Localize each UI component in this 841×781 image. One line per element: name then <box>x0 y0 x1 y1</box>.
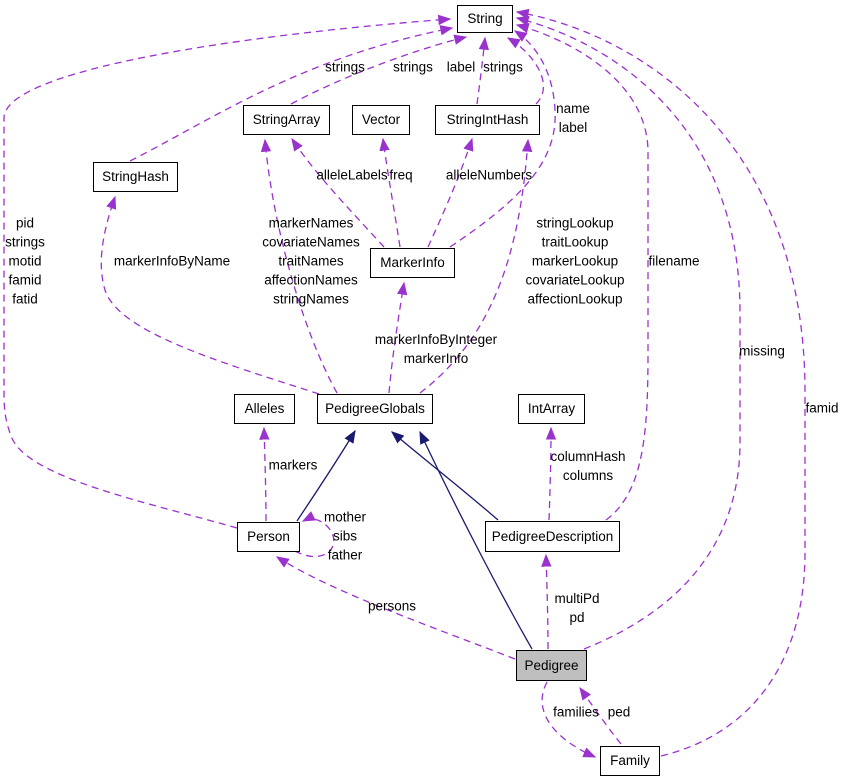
edge-family-to-string <box>515 8 806 757</box>
edge-pedigreeglobals-to-markerinfo <box>388 281 408 394</box>
node-int-array[interactable]: IntArray <box>518 394 585 424</box>
node-pedigree[interactable]: Pedigree <box>516 650 587 681</box>
node-alleles[interactable]: Alleles <box>234 394 295 424</box>
node-family[interactable]: Family <box>600 746 660 776</box>
edge-markerinfo-to-stringarray <box>291 137 385 248</box>
node-string-int-hash[interactable]: StringIntHash <box>435 105 540 135</box>
edge-stringinthash-to-string-label <box>476 36 490 105</box>
edge-pedigreeglobals-to-stringarray <box>260 138 338 394</box>
edge-pedigreedescription-to-string <box>515 23 649 521</box>
edge-pedigreeglobals-to-stringinthash <box>419 138 533 394</box>
node-pedigree-description[interactable]: PedigreeDescription <box>485 521 620 552</box>
edge-markerinfo-to-vector <box>379 137 401 248</box>
edge-family-to-pedigree <box>579 686 622 745</box>
node-person[interactable]: Person <box>237 522 300 552</box>
node-vector[interactable]: Vector <box>352 105 410 135</box>
node-string-array[interactable]: StringArray <box>243 105 330 135</box>
edge-pedigreedescription-inherits-pedigreeglobals <box>391 431 499 521</box>
node-string-hash[interactable]: StringHash <box>93 162 178 192</box>
edge-pedigreeglobals-to-stringhash <box>100 195 320 395</box>
edge-person-self <box>294 511 335 557</box>
edge-pedigree-to-string <box>515 15 741 650</box>
edge-pedigree-to-pedigreedescription <box>541 553 552 650</box>
edge-pedigree-to-family <box>541 681 597 758</box>
node-string[interactable]: String <box>457 5 513 33</box>
edge-pedigreedescription-to-intarray <box>545 426 557 521</box>
edge-stringinthash-to-string-strings <box>506 37 544 105</box>
edge-markerinfo-to-stringinthash <box>427 137 474 248</box>
node-marker-info[interactable]: MarkerInfo <box>370 248 455 278</box>
edge-person-to-string <box>3 14 452 529</box>
edge-stringhash-to-string <box>129 25 454 162</box>
edge-markerinfo-to-string-namelabel <box>449 30 556 248</box>
edge-pedigree-inherits-pedigreeglobals <box>419 430 533 650</box>
node-pedigree-globals[interactable]: PedigreeGlobals <box>317 394 433 424</box>
edge-stringarray-to-string <box>290 34 468 105</box>
edge-pedigree-to-person <box>275 556 516 660</box>
edge-person-inherits-pedigreeglobals <box>296 429 356 522</box>
edge-person-to-alleles <box>259 426 270 522</box>
